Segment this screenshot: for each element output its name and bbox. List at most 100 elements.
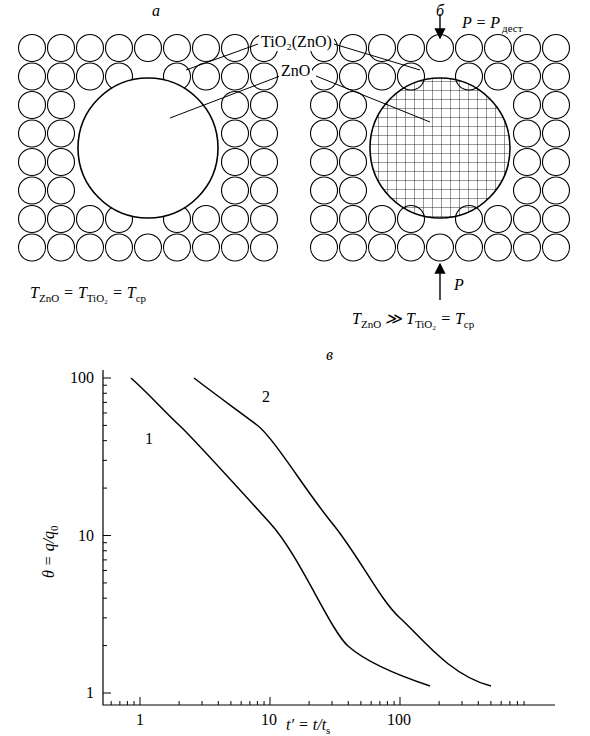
grain <box>340 177 367 204</box>
panel-letter: а <box>152 2 160 20</box>
grain <box>48 234 75 261</box>
grain <box>251 177 278 204</box>
grain <box>19 63 46 90</box>
axis-tick <box>509 701 510 705</box>
formula-line: TZnO≫ TTiO₂= Tср <box>352 310 474 328</box>
tick-label: 10 <box>261 711 277 729</box>
grain <box>543 234 570 261</box>
axis-tick <box>103 385 107 386</box>
tick-label: 1 <box>136 711 144 729</box>
axis-tick <box>103 402 107 403</box>
grain <box>48 35 75 62</box>
curve-2 <box>194 378 491 686</box>
grain <box>369 63 396 90</box>
grain <box>48 120 75 147</box>
formula-line: θ = q/q0 <box>40 525 58 578</box>
grain <box>77 206 104 233</box>
curve-1 <box>131 378 430 686</box>
grain <box>222 149 249 176</box>
grain <box>77 234 104 261</box>
axis-tick <box>501 701 502 705</box>
grain <box>106 234 133 261</box>
tick-label: 100 <box>387 711 411 729</box>
leader-line <box>334 44 420 70</box>
grain <box>398 234 425 261</box>
axis-tick <box>103 488 107 489</box>
grain <box>514 177 541 204</box>
axis-tick <box>241 701 242 705</box>
grain <box>135 35 162 62</box>
grain <box>19 120 46 147</box>
grain <box>340 120 367 147</box>
axis-tick <box>387 701 388 705</box>
axis-tick <box>309 701 310 705</box>
grain <box>106 35 133 62</box>
grain <box>222 177 249 204</box>
subscript: 0 <box>48 525 60 531</box>
subscript: дест <box>502 22 522 34</box>
axis-tick <box>103 393 107 394</box>
grain <box>77 35 104 62</box>
temperature-label: T <box>352 310 361 327</box>
axis-tick <box>103 693 111 694</box>
grain <box>514 35 541 62</box>
temperature-label: ≫ T <box>385 310 415 327</box>
subscript: s <box>326 724 330 736</box>
axis-tick <box>103 550 107 551</box>
grain <box>514 63 541 90</box>
grain <box>543 63 570 90</box>
temperature-label: = T <box>440 310 464 327</box>
grain <box>251 234 278 261</box>
axis-tick <box>394 701 395 705</box>
grain <box>485 35 512 62</box>
grain <box>340 234 367 261</box>
grain <box>193 234 220 261</box>
grain <box>514 120 541 147</box>
axis-tick <box>439 701 440 705</box>
grain <box>340 149 367 176</box>
subscript: TiO₂ <box>87 292 108 304</box>
axis-tick <box>264 701 265 705</box>
grain <box>251 206 278 233</box>
grain <box>543 92 570 119</box>
axis-tick <box>134 701 135 705</box>
axis-tick <box>202 701 203 705</box>
formula-line: TZnO= TTiO₂= Tср <box>30 284 146 302</box>
temperature-label: = T <box>63 284 87 301</box>
grain <box>485 234 512 261</box>
grain <box>222 120 249 147</box>
axis-tick <box>524 701 525 705</box>
formula-line: t′ = t/ts <box>286 716 330 734</box>
axis-tick <box>230 701 231 705</box>
grain <box>340 206 367 233</box>
pressure-arrow <box>439 264 440 300</box>
axis-tick <box>103 412 107 413</box>
axis-tick <box>103 645 107 646</box>
grain <box>543 177 570 204</box>
grain <box>311 206 338 233</box>
axis-tick <box>103 598 107 599</box>
axis-tick <box>179 701 180 705</box>
axis-tick <box>490 701 491 705</box>
grain <box>514 92 541 119</box>
grain <box>193 63 220 90</box>
axis-tick <box>103 460 107 461</box>
grain <box>514 149 541 176</box>
grain <box>48 149 75 176</box>
zno-inclusion <box>78 78 218 218</box>
axis-tick <box>218 701 219 705</box>
axis-tick <box>140 697 141 705</box>
axis-tick <box>103 535 111 536</box>
axis-tick <box>103 425 107 426</box>
tick-label: 1 <box>86 684 94 702</box>
grain <box>427 35 454 62</box>
grain <box>193 206 220 233</box>
axis-tick <box>103 542 107 543</box>
temperature-label: T <box>30 284 39 301</box>
grain <box>251 149 278 176</box>
heated-zno-inclusion <box>370 78 510 218</box>
grain <box>398 35 425 62</box>
grain <box>222 234 249 261</box>
chart-axes <box>103 370 555 705</box>
grain <box>369 35 396 62</box>
